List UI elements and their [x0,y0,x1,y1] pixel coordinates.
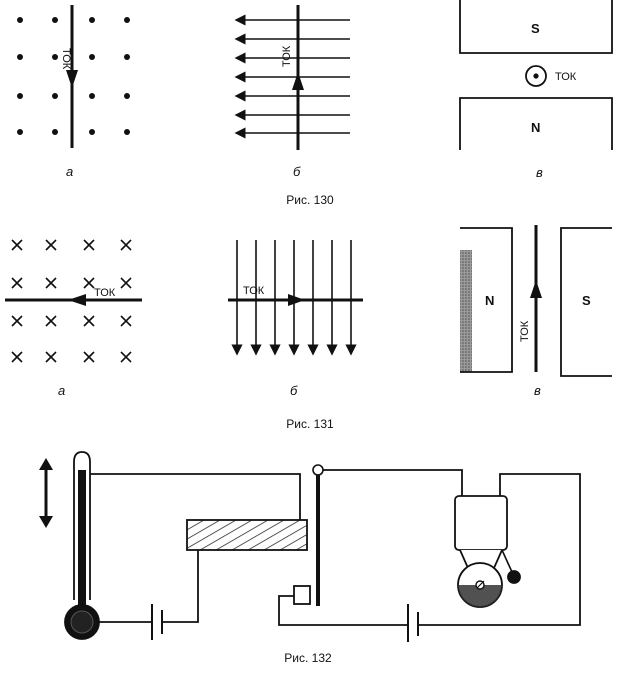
fig130-panel-v: S N ТОК в [459,0,613,180]
mercury-column [78,470,86,606]
electromagnet-coil [186,519,308,551]
electric-bell [454,495,521,608]
panel-label-a: а [66,164,73,179]
current-label: ТОК [555,71,577,83]
fig130-panel-b: ТОК б [234,5,350,179]
panel-label-v: в [536,165,543,180]
panel-label-b: б [293,164,301,179]
battery-right [407,604,419,642]
current-out-dot [533,73,539,79]
current-arrow-down [66,70,78,88]
wire-top-left [90,473,301,520]
current-label: ТОК [519,320,531,342]
current-arrow-right [288,294,305,306]
relay-contact [293,585,311,605]
pole-s-label: S [531,21,540,36]
bell-hammer-arm [501,549,513,573]
field-lines-left [234,14,350,139]
fig132-circuit [39,451,581,642]
current-label: ТОК [243,285,265,297]
current-label: ТОК [281,45,293,67]
panel-label-v: в [534,383,541,398]
pole-shading [460,250,472,372]
caption-fig130: Рис. 130 [286,193,334,207]
wire-cross-section [525,65,547,87]
pole-n-label: N [485,293,494,308]
wire-right-loop [418,473,581,626]
pole-s-label: S [582,293,591,308]
caption-fig131: Рис. 131 [286,417,334,431]
wire-coil-to-battery [162,550,199,623]
magnet-pole-n [459,97,613,150]
pole-n-label: N [531,120,540,135]
armature-pivot [312,464,324,476]
thermometer [64,451,100,640]
fig131-panel-b: ТОК б [228,240,363,398]
magnet-pole-n [460,227,513,373]
panel-label-b: б [290,383,298,398]
current-arrow-up [292,72,304,90]
wire-pivot-to-bell [323,469,463,496]
fig131-panel-a: ТОК а [5,239,142,398]
current-arrow-left [68,294,86,306]
caption-fig132: Рис. 132 [284,651,332,665]
bell-magnet [454,495,508,551]
field-crosses [11,239,132,363]
fig130-panel-a: ТОК а [17,5,130,179]
magnet-pole-s [459,0,613,54]
fig131-panel-v: N S ТОК в [460,225,612,398]
field-dots [17,17,130,135]
battery-left [151,604,163,640]
panel-label-a: а [58,383,65,398]
field-lines-down [231,240,357,356]
current-label: ТОК [94,287,116,299]
double-arrow-icon [39,458,53,528]
magnet-pole-s [560,227,612,377]
wire-contact-to-battery [278,595,408,626]
current-arrow-up [530,280,542,298]
current-label: ТОК [60,48,72,70]
bell-hammer [507,570,521,584]
